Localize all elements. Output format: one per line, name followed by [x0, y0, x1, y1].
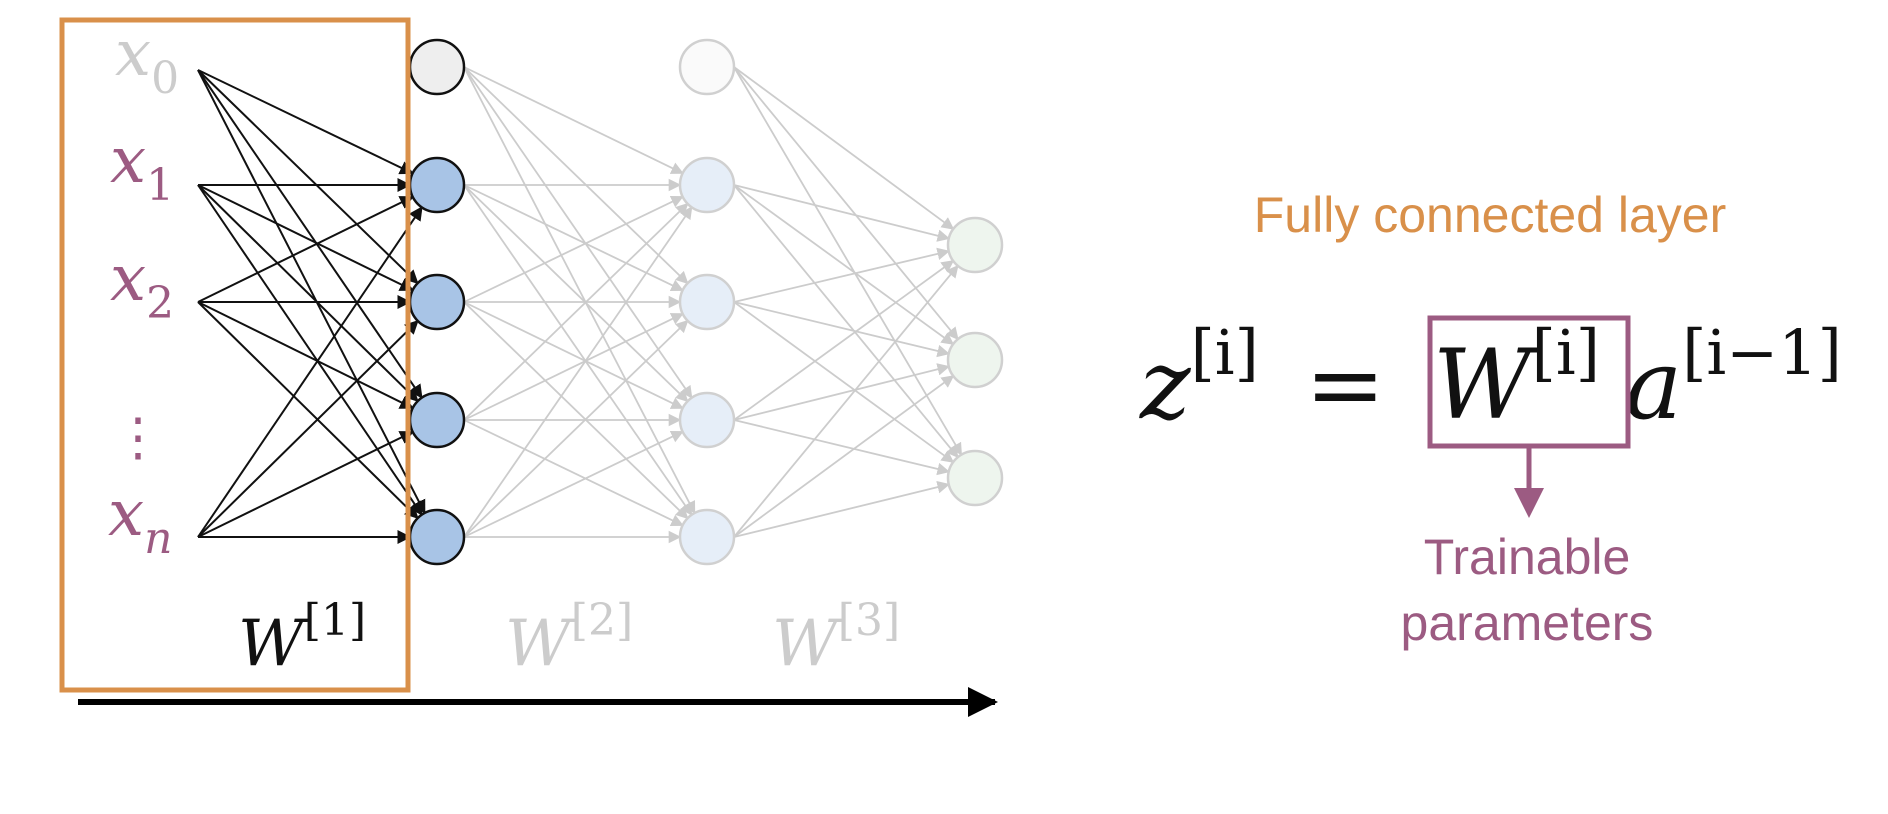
hidden-node-layer-2	[678, 273, 736, 331]
layer-1-edge	[197, 184, 419, 403]
layer-3-edge	[733, 66, 959, 341]
annotation-line-2: parameters	[1401, 595, 1654, 651]
annotation-line-1: Trainable	[1424, 529, 1631, 585]
layer-3-edge	[733, 363, 951, 421]
layer-3-edge	[733, 184, 955, 345]
hidden-node-layer-2	[678, 391, 736, 449]
equation-z: z[i]	[1139, 316, 1259, 441]
layer-2-edge	[463, 202, 689, 421]
input-x1-label: x1	[110, 124, 174, 211]
bias-node-layer-1	[408, 38, 466, 96]
layer-2-edge	[463, 312, 684, 421]
layer-3-edge	[733, 66, 955, 230]
hidden-node-layer-1	[408, 391, 466, 449]
layer-1-edge	[197, 301, 415, 409]
layer-2-edge	[463, 66, 689, 285]
layer-1-edge	[197, 430, 415, 538]
layer-2-edge	[463, 430, 684, 538]
layer-3-edge	[733, 260, 955, 421]
equation: z[i] = W[i] a[i−1]	[1139, 316, 1842, 441]
layer-2-edge	[463, 206, 693, 538]
layer-1-edge	[197, 184, 415, 292]
layer-3-edge	[733, 184, 951, 242]
layer-3-edge	[733, 184, 959, 459]
layer-3-edge	[733, 480, 950, 538]
layer-2-edge	[463, 419, 684, 527]
layer-2-edge	[463, 195, 684, 303]
layer-3-edge	[733, 419, 950, 476]
equation-a: a[i−1]	[1625, 316, 1842, 441]
layer-2-edge	[463, 301, 684, 410]
hidden-node-layer-1	[408, 273, 466, 331]
layer-1-connections	[197, 69, 426, 544]
layer-1-edge	[197, 195, 415, 303]
layer-2-edge	[463, 319, 689, 538]
layer-title: Fully connected layer	[1254, 187, 1726, 243]
hidden-node-layer-1	[408, 156, 466, 214]
layer-1-edge	[197, 184, 423, 516]
layer-3-edge	[733, 301, 955, 463]
layer-1-edge	[197, 69, 423, 399]
layer-2-edge	[463, 66, 693, 399]
equation-W: W[i]	[1433, 316, 1600, 441]
layer-3-edge	[733, 264, 959, 538]
layer-3-edge	[733, 301, 950, 358]
layer-3-edge	[733, 375, 955, 538]
layer-2-edge	[463, 184, 693, 516]
layer-1-edge	[197, 319, 419, 538]
input-xn-label: xn	[108, 477, 172, 564]
layer-2-edge	[463, 66, 696, 515]
hidden-node-layer-2	[678, 508, 736, 566]
weight-w1-label: W[1]	[238, 595, 366, 681]
weight-w3-label: W[3]	[772, 595, 900, 681]
layer-1-highlight-box	[59, 17, 411, 693]
hidden-node-layer-2	[678, 156, 736, 214]
layer-2-edge	[463, 184, 684, 292]
output-node	[946, 331, 1004, 389]
layer-2-edge	[463, 66, 684, 175]
hidden-node-layer-1	[408, 508, 466, 566]
layer-1-edge	[197, 69, 426, 515]
layer-1-edge	[197, 69, 414, 175]
layer-3-edge	[733, 247, 950, 303]
layer-3-edge	[733, 66, 963, 456]
weight-w2-label: W[2]	[505, 595, 633, 681]
faded-connections	[463, 66, 963, 544]
input-x0-label: x0	[115, 17, 179, 104]
bias-node-layer-2	[678, 38, 736, 96]
network-nodes	[408, 38, 1004, 566]
output-node	[946, 216, 1004, 274]
layer-2-edge	[463, 301, 689, 520]
layer-1-edge	[197, 69, 419, 285]
layer-1-edge	[197, 206, 423, 538]
input-dots: ⋮	[112, 408, 164, 468]
output-node	[946, 449, 1004, 507]
layer-1-edge	[197, 301, 419, 520]
layer-2-edge	[463, 184, 689, 403]
equation-equals: =	[1305, 329, 1385, 441]
input-x2-label: x2	[110, 242, 174, 329]
